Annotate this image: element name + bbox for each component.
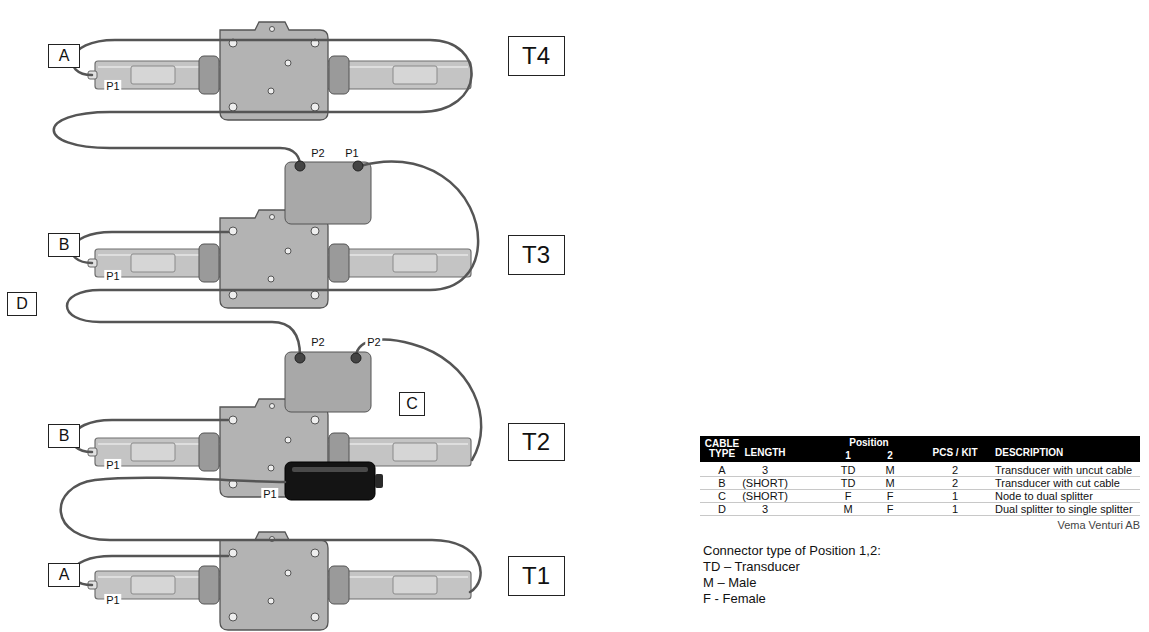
node-cylinder (285, 462, 375, 500)
legend-note: TD – Transducer (703, 560, 800, 574)
cable-d (67, 161, 478, 356)
node-label: T3 (522, 243, 550, 267)
connector-p2 (295, 353, 305, 363)
table-cell: Node to dual splitter (995, 490, 1093, 502)
table-cell: M (885, 464, 894, 476)
table-header: 2 (887, 450, 893, 461)
table-header: CABLE TYPE (700, 439, 744, 459)
cable-a (72, 556, 228, 585)
connector-p1 (353, 161, 363, 171)
connector-p2 (351, 353, 361, 363)
legend-note: Connector type of Position 1,2: (703, 544, 881, 558)
table-cell: A (718, 464, 725, 476)
table-cell: TD (841, 477, 856, 489)
node-label: B (59, 237, 70, 253)
port-label: P1 (104, 80, 121, 92)
table-cell: 3 (762, 464, 768, 476)
cable-callout: D (7, 292, 37, 316)
table-rule (700, 515, 1140, 516)
transducer-tag: T1 (508, 556, 565, 596)
port-label: P2 (309, 147, 326, 159)
cable-a (54, 40, 472, 166)
cable-b (72, 420, 228, 452)
legend-note: F - Female (703, 592, 766, 606)
table-cell: F (845, 490, 852, 502)
port-label: P1 (104, 270, 121, 282)
connector-p2 (295, 161, 305, 171)
node-label: A (59, 48, 70, 64)
table-cell: 2 (952, 477, 958, 489)
table-cell: F (887, 490, 894, 502)
node-label: C (406, 396, 418, 412)
cylinder-highlight (292, 467, 368, 472)
port-label: P2 (309, 336, 326, 348)
table-header: DESCRIPTION (995, 447, 1063, 458)
cable-callout: C (399, 392, 425, 416)
table-header: 1 (845, 450, 851, 461)
node-connector (375, 474, 383, 488)
table-rule (700, 489, 1140, 490)
port-label: P1 (261, 488, 278, 500)
table-cell: (SHORT) (742, 477, 788, 489)
cable-callout: A (48, 44, 80, 68)
cable-c (61, 478, 481, 592)
table-cell: TD (841, 464, 856, 476)
port-label: P2 (365, 336, 382, 348)
table-cell: (SHORT) (742, 490, 788, 502)
cable-callout: B (48, 424, 80, 448)
transducer (88, 22, 471, 120)
table-header: PCS / KIT (932, 447, 977, 458)
node-label: A (59, 567, 70, 583)
single-splitter (285, 162, 371, 224)
table-cell: F (887, 503, 894, 515)
table-cell: 1 (952, 490, 958, 502)
table-cell: C (718, 490, 726, 502)
node-label: D (16, 296, 28, 312)
port-label: P1 (343, 147, 360, 159)
transducer-tag: T4 (508, 36, 565, 76)
node-label: B (59, 428, 70, 444)
table-rule (700, 502, 1140, 503)
node-label: T1 (522, 564, 550, 588)
table-cell: 2 (952, 464, 958, 476)
node-label: T4 (522, 44, 550, 68)
cable-b (72, 232, 228, 263)
cable-a (356, 340, 481, 460)
table-cell: D (718, 503, 726, 515)
source-note: Vema Venturi AB (1057, 519, 1140, 531)
table-cell: M (885, 477, 894, 489)
dual-splitter (285, 352, 371, 412)
cable-callout: A (48, 563, 80, 587)
table-header: Position (849, 437, 888, 448)
table-header: LENGTH (744, 447, 785, 458)
table-cell: Dual splitter to single splitter (995, 503, 1133, 515)
transducer (88, 210, 471, 308)
table-rule (700, 476, 1140, 477)
transducer-tag: T3 (508, 235, 565, 275)
table-cell: Transducer with cut cable (995, 477, 1120, 489)
transducer (88, 532, 471, 630)
table-cell: Transducer with uncut cable (995, 464, 1132, 476)
transducer-tag: T2 (508, 423, 565, 461)
node-label: T2 (522, 430, 550, 454)
port-label: P1 (104, 594, 121, 606)
cable-callout: B (48, 233, 80, 257)
table-cell: 3 (762, 503, 768, 515)
table-cell: M (843, 503, 852, 515)
legend-note: M – Male (703, 576, 756, 590)
table-header-band (700, 436, 1140, 462)
port-label: P1 (104, 459, 121, 471)
table-cell: B (718, 477, 725, 489)
table-cell: 1 (952, 503, 958, 515)
